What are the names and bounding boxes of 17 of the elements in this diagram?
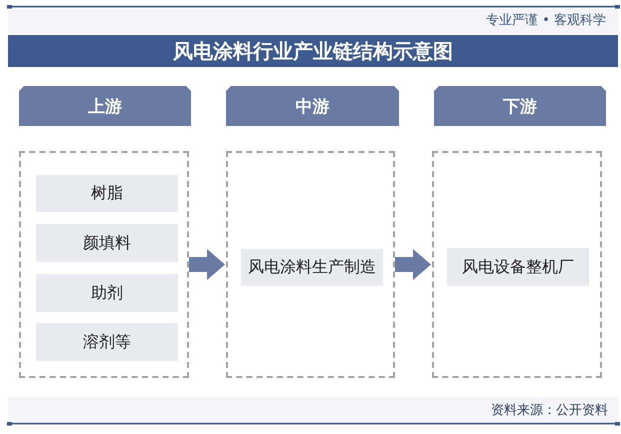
arrow [395, 249, 431, 280]
item-box: 风电设备整机厂 [447, 248, 589, 286]
dashed-group [432, 151, 602, 378]
stage-header: 下游 [434, 86, 606, 126]
stage-header: 中游 [226, 86, 399, 126]
item-box: 溶剂等 [36, 323, 178, 361]
source-note: 资料来源：公开资料 [491, 402, 608, 420]
item-box: 助剂 [36, 274, 178, 312]
item-box: 树脂 [36, 175, 178, 212]
slogan-text: 专业严谨 • 客观科学 [486, 12, 606, 30]
title-bar: 风电涂料行业产业链结构示意图 [8, 35, 618, 67]
stage-header: 上游 [19, 86, 191, 126]
item-box: 风电涂料生产制造 [241, 249, 383, 286]
item-box: 颜填料 [36, 224, 178, 262]
dashed-group [226, 151, 395, 378]
arrow [189, 249, 225, 280]
dashed-group [19, 151, 189, 378]
